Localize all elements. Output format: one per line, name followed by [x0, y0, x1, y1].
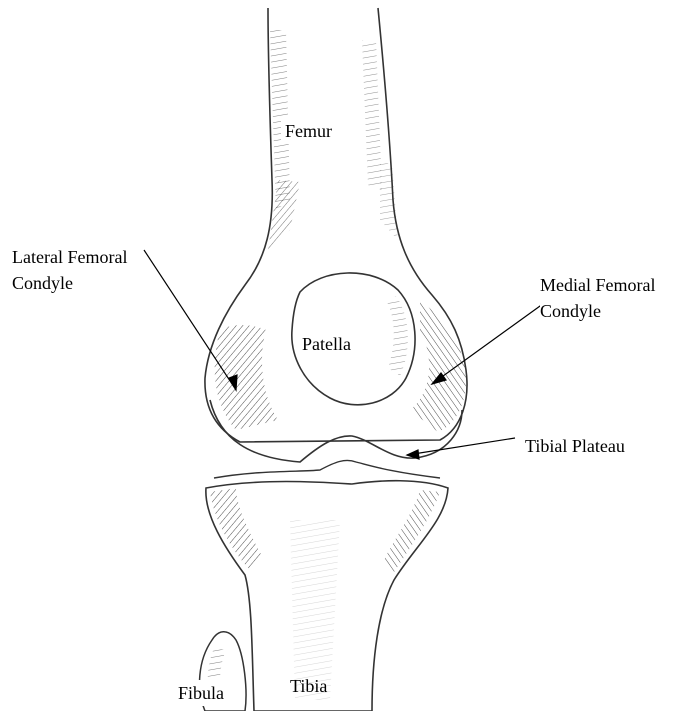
plateau-outline	[214, 460, 440, 478]
tibial-plateau-label: Tibial Plateau	[525, 433, 625, 459]
patella-label: Patella	[302, 331, 351, 357]
tibia-label: Tibia	[290, 673, 327, 699]
fibula-label: Fibula	[178, 680, 224, 706]
medial-femoral-condyle-label: Medial Femoral Condyle	[540, 272, 655, 324]
femur-label: Femur	[281, 118, 336, 144]
lateral-femoral-condyle-label: Lateral Femoral Condyle	[12, 244, 127, 296]
